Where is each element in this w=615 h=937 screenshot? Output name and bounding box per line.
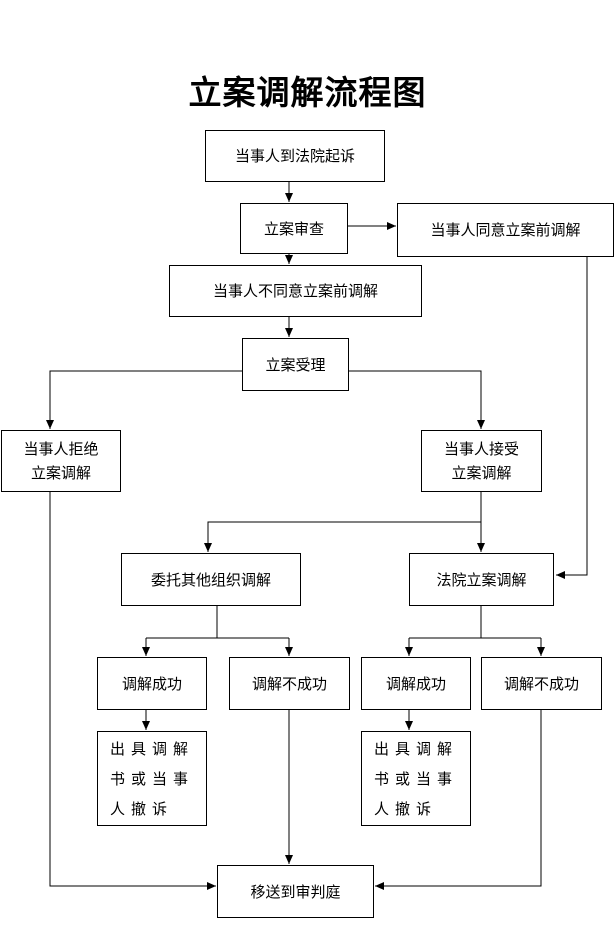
node-refuse-line1: 当事人拒绝 (23, 440, 99, 458)
node-accept-line1: 当事人接受 (443, 440, 519, 458)
node-right-doc-line2: 书或当事 (374, 769, 459, 788)
node-left-fail-label: 调解不成功 (251, 674, 327, 693)
node-refuse-mediation: 当事人拒绝 立案调解 (1, 430, 121, 492)
arrow-to-entrust (204, 521, 481, 552)
node-right-doc-line1: 出具调解 (374, 739, 459, 758)
node-review-label: 立案审查 (263, 219, 324, 238)
node-left-success-label: 调解成功 (121, 674, 182, 693)
node-accept-case: 立案受理 (242, 338, 349, 391)
diagram-title: 立案调解流程图 (188, 73, 427, 112)
node-review: 立案审查 (240, 203, 348, 254)
arrow-rightfail-trial (375, 710, 542, 890)
node-right-fail-label: 调解不成功 (503, 674, 579, 693)
node-accept-case-label: 立案受理 (265, 355, 326, 374)
node-left-fail: 调解不成功 (229, 657, 350, 710)
node-right-doc-line3: 人撤诉 (374, 799, 438, 818)
node-accept-line2: 立案调解 (451, 464, 512, 482)
arrow-agree-court (556, 257, 588, 579)
node-sue-label: 当事人到法院起诉 (234, 147, 355, 165)
node-disagree-pre-mediation: 当事人不同意立案前调解 (169, 265, 422, 317)
node-disagree-label: 当事人不同意立案前调解 (212, 282, 378, 300)
node-right-success: 调解成功 (361, 657, 471, 710)
node-right-document: 出具调解 书或当事 人撤诉 (361, 731, 471, 826)
node-court-mediation: 法院立案调解 (409, 553, 554, 606)
node-right-fail: 调解不成功 (481, 657, 602, 710)
arrow-accept-refuse (46, 370, 242, 429)
node-transfer-to-trial: 移送到审判庭 (217, 865, 374, 918)
node-left-doc-line3: 人撤诉 (110, 799, 174, 818)
node-agree-pre-mediation: 当事人同意立案前调解 (397, 203, 614, 257)
node-sue: 当事人到法院起诉 (205, 130, 385, 182)
node-court-label: 法院立案调解 (436, 570, 527, 589)
node-left-doc-line2: 书或当事 (110, 769, 195, 788)
arrow-accept-acceptmed (349, 370, 485, 429)
node-entrust-other-org: 委托其他组织调解 (121, 553, 301, 606)
node-refuse-line2: 立案调解 (30, 464, 91, 482)
node-entrust-label: 委托其他组织调解 (150, 570, 271, 589)
node-trial-label: 移送到审判庭 (250, 882, 341, 901)
node-left-doc-line1: 出具调解 (110, 739, 195, 758)
node-agree-label: 当事人同意立案前调解 (430, 221, 581, 239)
node-right-success-label: 调解成功 (385, 674, 446, 693)
arrow-refuse-trial (49, 492, 216, 890)
node-accept-mediation: 当事人接受 立案调解 (421, 430, 542, 492)
node-left-success: 调解成功 (97, 657, 207, 710)
node-left-document: 出具调解 书或当事 人撤诉 (97, 731, 207, 826)
